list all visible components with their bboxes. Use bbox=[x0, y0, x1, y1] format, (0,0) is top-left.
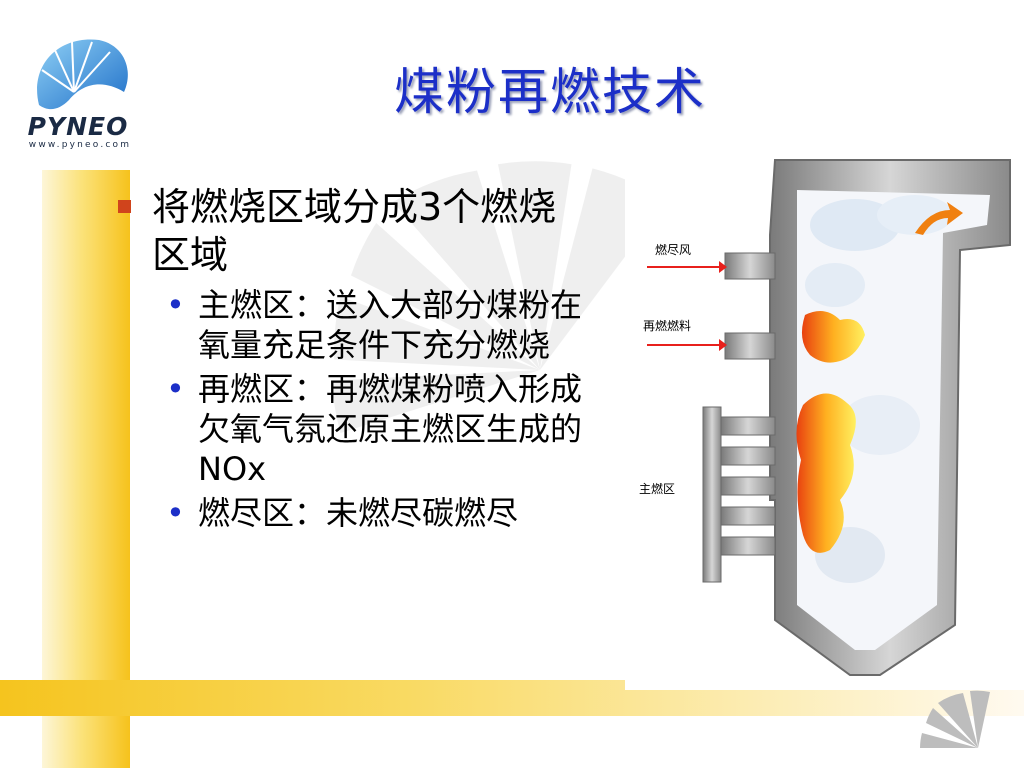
sub-bullet-list: • 主燃区：送入大部分煤粉在氧量充足条件下充分燃烧 • 再燃区：再燃煤粉喷入形成… bbox=[166, 285, 582, 533]
sub-bullet-burnout-zone: • 燃尽区：未燃尽碳燃尽 bbox=[166, 493, 598, 533]
sub-bullet-text: 燃尽区：未燃尽碳燃尽 bbox=[198, 494, 519, 532]
label-main-zone: 主燃区 bbox=[639, 482, 676, 496]
slide-content: 将燃烧区域分成3个燃烧区域 • 主燃区：送入大部分煤粉在氧量充足条件下充分燃烧 … bbox=[118, 183, 582, 533]
sub-bullet-reburn-zone: • 再燃区：再燃煤粉喷入形成欠氧气氛还原主燃区生成的NOx bbox=[166, 369, 598, 489]
square-bullet-icon bbox=[118, 200, 131, 213]
main-bullet-text: 将燃烧区域分成3个燃烧区域 bbox=[152, 185, 557, 277]
dot-bullet-icon: • bbox=[166, 370, 185, 408]
decorative-vertical-bar bbox=[42, 170, 130, 768]
slide-title: 煤粉再燃技术 bbox=[394, 63, 706, 121]
sub-bullet-main-zone: • 主燃区：送入大部分煤粉在氧量充足条件下充分燃烧 bbox=[166, 285, 598, 365]
pyneo-globe-logo bbox=[37, 39, 128, 110]
corner-logo-mark bbox=[920, 690, 990, 748]
dot-bullet-icon: • bbox=[166, 286, 185, 324]
label-reburn-fuel: 再燃燃料 bbox=[643, 319, 692, 333]
dot-bullet-icon: • bbox=[166, 494, 185, 532]
main-bullet: 将燃烧区域分成3个燃烧区域 bbox=[118, 183, 568, 279]
sub-bullet-text: 主燃区：送入大部分煤粉在氧量充足条件下充分燃烧 bbox=[198, 286, 583, 364]
logo-url: www.pyneo.com bbox=[28, 140, 132, 150]
furnace-diagram: 燃尽风 再燃燃料 主燃区 bbox=[625, 155, 1024, 690]
logo-wordmark: PYNEO bbox=[27, 112, 129, 141]
furnace-illustration bbox=[647, 159, 1011, 676]
label-burnout-air: 燃尽风 bbox=[655, 243, 692, 257]
sub-bullet-text: 再燃区：再燃煤粉喷入形成欠氧气氛还原主燃区生成的NOx bbox=[198, 370, 583, 488]
